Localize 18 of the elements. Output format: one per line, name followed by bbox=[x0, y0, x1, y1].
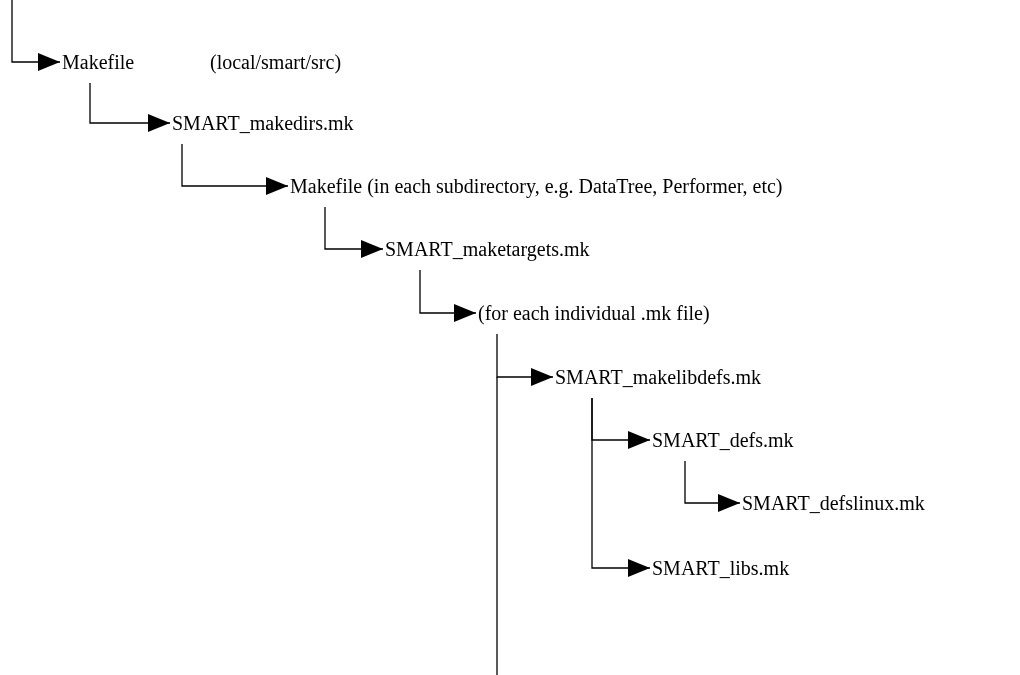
arrow bbox=[419, 269, 477, 322]
arrow bbox=[181, 143, 289, 195]
arrow bbox=[591, 397, 651, 577]
file-label: SMART_defslinux.mk bbox=[742, 490, 925, 516]
file-label: SMART_defs.mk bbox=[652, 427, 794, 453]
path-note: (local/smart/src) bbox=[210, 50, 342, 75]
file-label: SMART_makedirs.mk bbox=[172, 110, 354, 136]
arrow bbox=[496, 333, 554, 386]
file-label: SMART_makelibdefs.mk bbox=[555, 364, 761, 390]
file-label: Makefile bbox=[62, 49, 135, 75]
arrow bbox=[89, 82, 171, 132]
arrow bbox=[684, 460, 741, 512]
arrow bbox=[324, 206, 384, 258]
arrow bbox=[11, 0, 61, 71]
file-label: (for each individual .mk file) bbox=[478, 300, 710, 326]
file-label: Makefile (in each subdirectory, e.g. DataTree, Performer, etc) bbox=[290, 173, 783, 199]
file-label: SMART_libs.mk bbox=[652, 555, 790, 581]
file-label: SMART_maketargets.mk bbox=[385, 236, 590, 262]
